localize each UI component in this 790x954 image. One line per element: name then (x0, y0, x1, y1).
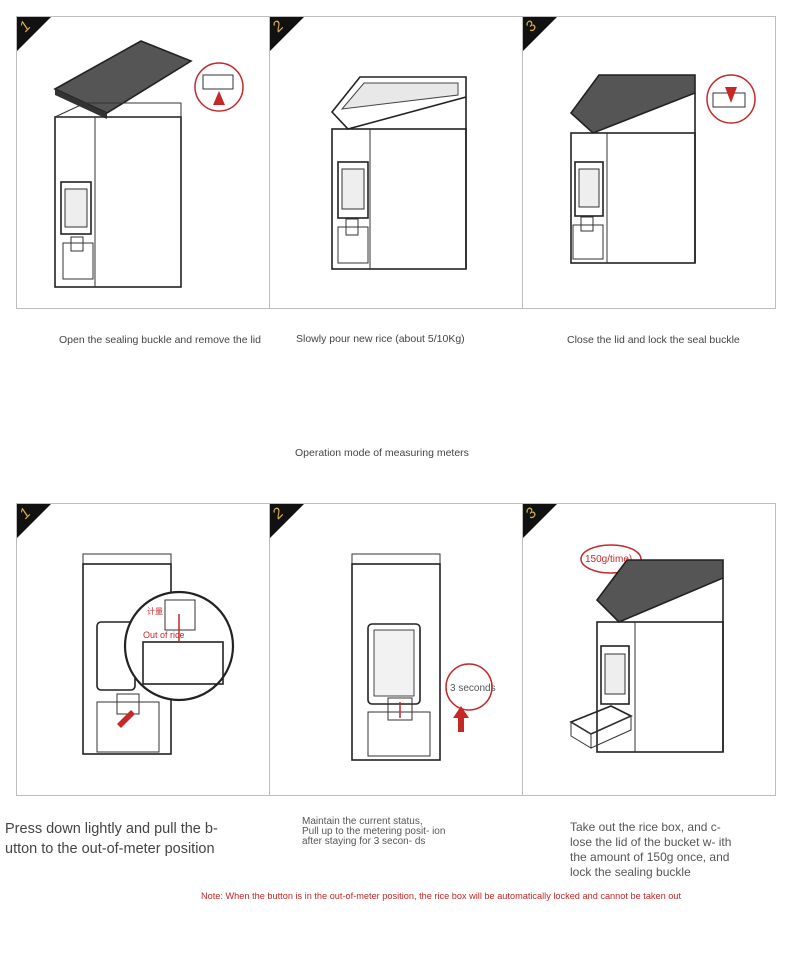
callout-3-seconds-label: 3 seconds (450, 683, 496, 694)
bottom-step-2-panel: 2 3 seconds (269, 503, 523, 796)
rice-box-removed-illustration: 150g/time) (569, 544, 724, 753)
bottom-step-3-caption: Take out the rice box, and c- lose the l… (570, 820, 732, 879)
step-badge (523, 17, 557, 51)
rice-dispenser-pour-rice-illustration (330, 76, 467, 270)
top-step-1-caption: Open the sealing buckle and remove the l… (59, 334, 261, 346)
bottom-step-1-caption: Press down lightly and pull the b- utton… (5, 821, 218, 857)
rice-dispenser-open-lid-illustration (53, 40, 244, 288)
callout-cn-label: 计量 (147, 606, 163, 616)
step-badge (270, 17, 304, 51)
button-out-of-meter-illustration: 计量 Out of rice (82, 553, 235, 755)
callout-out-of-rice-label: Out of rice (143, 630, 185, 640)
top-step-3-caption: Close the lid and lock the seal buckle (567, 334, 740, 346)
rice-dispenser-closed-lid-illustration (569, 74, 756, 264)
top-step-3-panel: 3 (522, 16, 776, 309)
section-title: Operation mode of measuring meters (295, 447, 469, 459)
bottom-step-3-panel: 3 150g/time) (522, 503, 776, 796)
step-badge (17, 504, 51, 538)
footer-note: Note: When the button is in the out-of-m… (201, 891, 682, 901)
top-step-1-panel: 1 (16, 16, 270, 309)
button-metering-position-illustration: 3 seconds (351, 553, 496, 761)
callout-150g-label: 150g/time) (585, 554, 632, 565)
bottom-step-2-caption: Maintain the current status, Pull up to … (302, 817, 452, 847)
bottom-step-2-caption-rest: Pull up to the metering posit- ion after… (302, 826, 446, 847)
step-badge (17, 17, 51, 51)
bottom-step-1-panel: 1 计量 Out of rice (16, 503, 270, 796)
top-step-2-caption: Slowly pour new rice (about 5/10Kg) (296, 333, 465, 345)
bottom-step-2-caption-line1: Maintain the current status, (302, 816, 423, 827)
top-step-2-panel: 2 (269, 16, 523, 309)
step-badge (270, 504, 304, 538)
step-badge (523, 504, 557, 538)
